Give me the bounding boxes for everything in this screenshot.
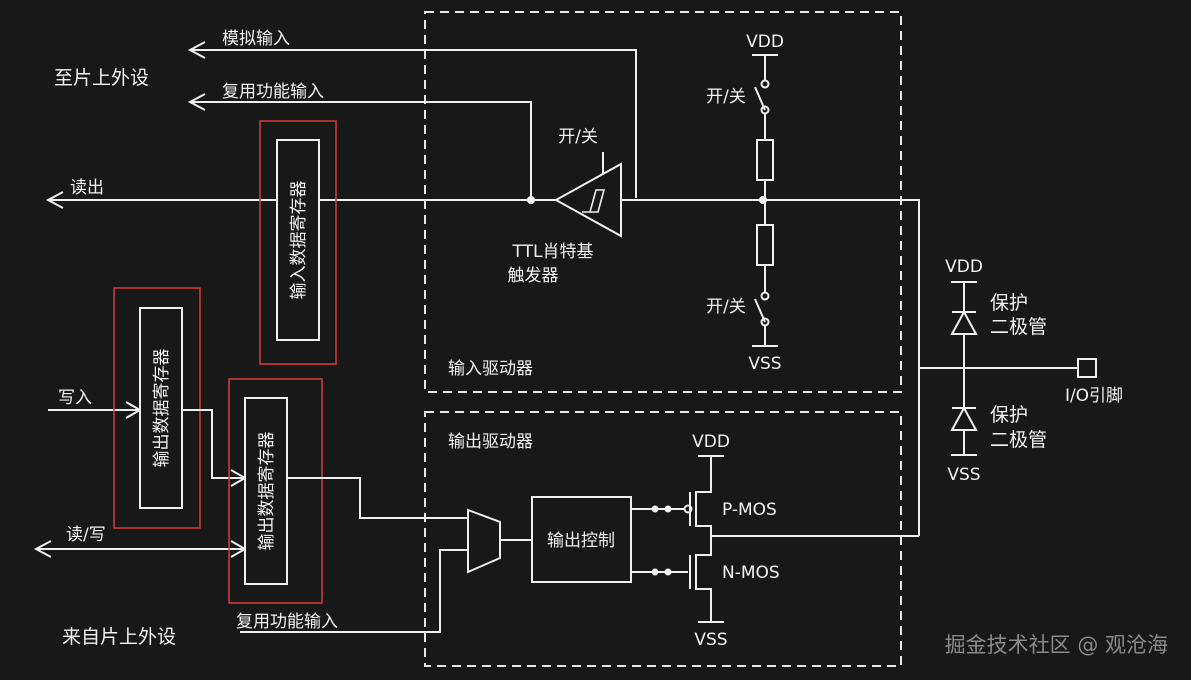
input-data-register <box>276 139 320 341</box>
output-mux <box>467 508 501 574</box>
io-pin-pad <box>1077 358 1097 378</box>
ttl-schmitt-label-2: 触发器 <box>508 266 559 286</box>
read-write-arrow-left <box>33 540 52 558</box>
switch-contact <box>760 79 770 89</box>
input-data-register-label: 输入数据寄存器 <box>289 181 309 300</box>
reg1-to-reg2-wire <box>182 409 245 479</box>
output-data-register-2-label: 输出数据寄存器 <box>257 432 277 551</box>
output-control-label: 输出控制 <box>547 531 615 551</box>
pmos-transistor <box>695 456 712 540</box>
ttl-schmitt-label-1: TTL肖特基 <box>512 242 594 262</box>
protect-diode-bottom-label-1: 保护 <box>990 404 1028 426</box>
nmos-label: N-MOS <box>722 563 780 583</box>
vss-diode-label: VSS <box>947 465 980 485</box>
output-data-register-1-label: 输出数据寄存器 <box>152 349 172 468</box>
protect-diode-top-label-1: 保护 <box>990 292 1028 314</box>
watermark: 掘金技术社区 @ 观沧海 <box>945 633 1168 657</box>
junction-dot <box>664 568 672 576</box>
alt-func-input-arrow <box>187 93 206 111</box>
highlight-output-register-2 <box>228 378 323 604</box>
to-peripheral-label: 至片上外设 <box>54 67 149 89</box>
output-driver-box <box>424 411 902 667</box>
protect-diode-top-label-2: 二极管 <box>990 316 1047 338</box>
read-write-label: 读/写 <box>66 525 106 545</box>
vdd-top-label: VDD <box>746 32 784 52</box>
alt-func-input-top-label: 复用功能输入 <box>222 82 324 102</box>
junction-dot <box>527 196 535 204</box>
vss-top-label: VSS <box>748 354 781 374</box>
switch-contact <box>760 291 770 301</box>
schmitt-on-off-label: 开/关 <box>558 127 598 147</box>
protection-diode-top <box>950 309 978 335</box>
vdd-diode-label: VDD <box>945 257 983 277</box>
output-data-register-2 <box>244 397 288 585</box>
analog-input-wire <box>190 49 637 198</box>
analog-input-arrow <box>187 41 206 59</box>
read-out-arrow <box>45 191 64 209</box>
pulldown-on-off-label: 开/关 <box>706 297 746 317</box>
vss-mos-label: VSS <box>694 630 727 650</box>
output-control-block <box>531 496 632 583</box>
io-pin-label: I/O引脚 <box>1065 386 1123 406</box>
highlight-output-register-1 <box>113 287 201 529</box>
protect-diode-bottom-label-2: 二极管 <box>990 429 1047 451</box>
vdd-mos-label: VDD <box>692 432 730 452</box>
input-driver-label: 输入驱动器 <box>448 359 533 379</box>
alt-func-output-wire <box>240 549 470 633</box>
switch-contact <box>760 105 770 115</box>
output-data-register-1 <box>139 307 183 509</box>
output-driver-label: 输出驱动器 <box>448 432 533 452</box>
protection-diode-bottom <box>950 405 978 431</box>
junction-dot <box>651 505 659 513</box>
analog-input-label: 模拟输入 <box>222 29 290 49</box>
alt-func-input-wire <box>190 101 532 198</box>
pmos-gate-bubble <box>683 504 693 514</box>
pullup-on-off-label: 开/关 <box>706 87 746 107</box>
pullup-resistor <box>756 139 774 181</box>
junction-dot <box>651 568 659 576</box>
alt-func-input-bottom-label: 复用功能输入 <box>236 612 338 632</box>
node-to-pin-wire <box>763 199 920 536</box>
junction-dot <box>664 505 672 513</box>
from-peripheral-label: 来自片上外设 <box>62 626 176 648</box>
write-in-label: 写入 <box>58 388 92 408</box>
nmos-transistor <box>695 540 712 622</box>
highlight-input-register <box>259 120 337 365</box>
read-out-label: 读出 <box>70 178 104 198</box>
input-driver-box <box>424 11 902 393</box>
schmitt-trigger <box>553 162 622 238</box>
switch-contact <box>760 317 770 327</box>
hysteresis-icon <box>582 189 606 213</box>
pulldown-resistor <box>756 224 774 266</box>
pmos-label: P-MOS <box>722 500 777 520</box>
reg2-to-mux-wire <box>287 477 470 519</box>
